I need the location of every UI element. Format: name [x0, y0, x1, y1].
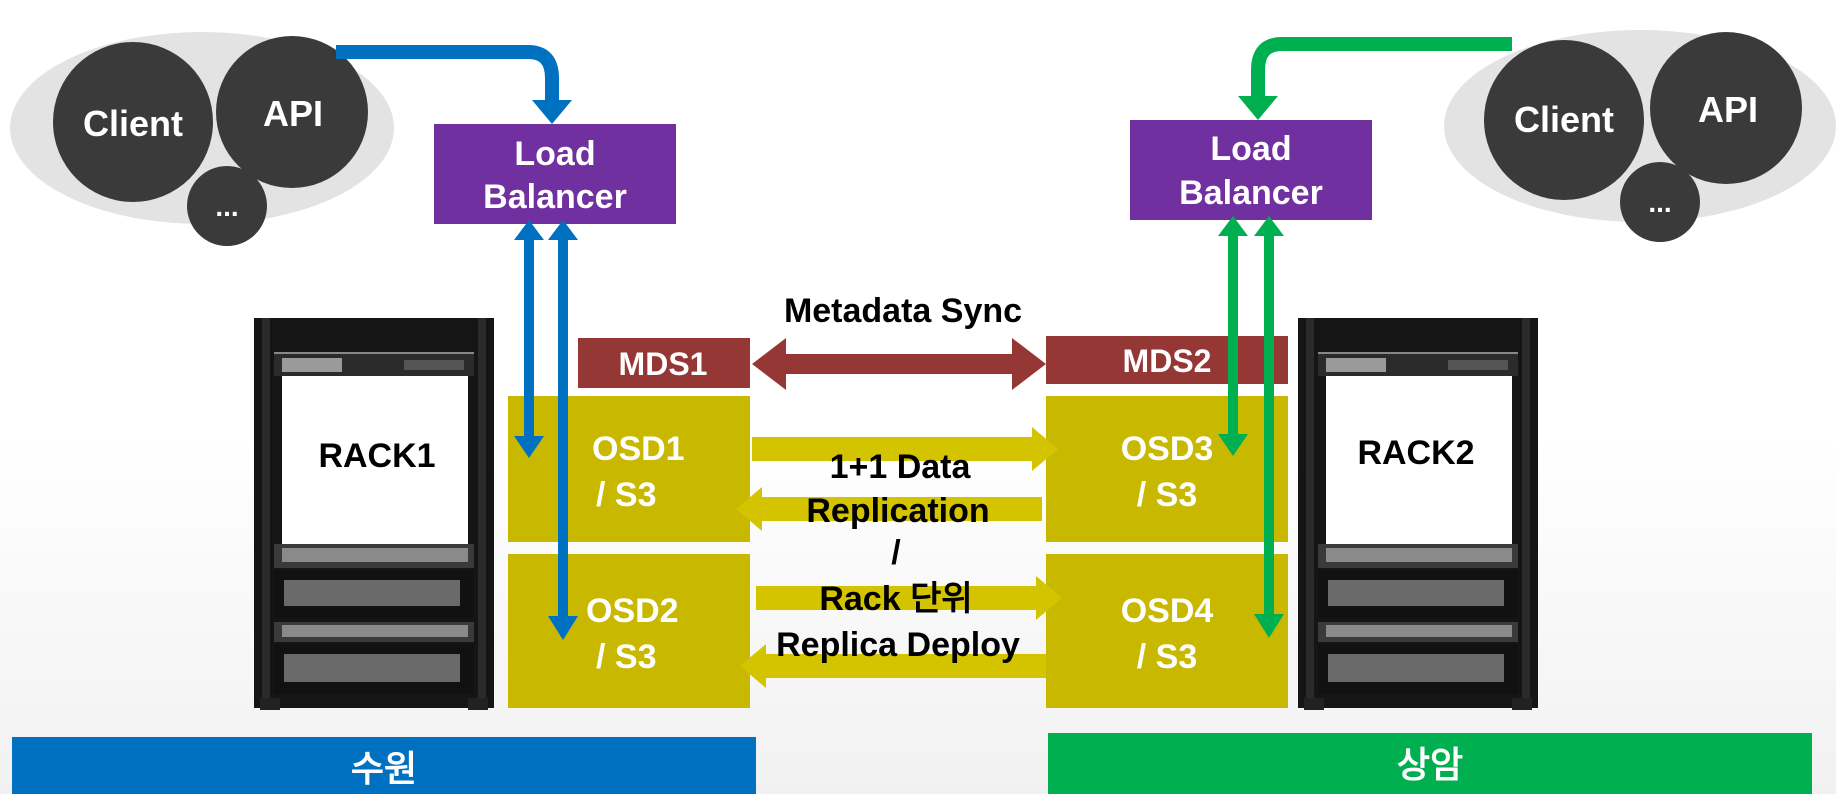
mds2-label: MDS2 [1123, 343, 1212, 379]
osd3-box [1046, 396, 1288, 542]
left-lb-label-line2: Balancer [483, 178, 627, 216]
osd1-label-line2: / S3 [596, 476, 656, 514]
right-lb-arrowhead [1238, 96, 1278, 120]
left-lb-arrowhead [532, 100, 572, 124]
rack2-image [1298, 318, 1538, 710]
right-lb-to-osd4-arrow [1254, 216, 1284, 638]
left-lb-to-osd2-arrow [548, 220, 578, 640]
osd4-box [1046, 554, 1288, 708]
right-load-balancer [1130, 120, 1372, 220]
osd2-label-line2: / S3 [596, 638, 656, 676]
replication-label-line1: 1+1 Data [830, 448, 972, 486]
replication-label-line5: Replica Deploy [776, 626, 1020, 664]
osd3-label-line1: OSD3 [1121, 430, 1214, 468]
rack2-label: RACK2 [1357, 434, 1474, 472]
right-api-label: API [1698, 89, 1758, 130]
osd2-label-line1: OSD2 [586, 592, 679, 630]
osd1-box [508, 396, 750, 542]
left-location-bar [12, 737, 756, 794]
right-client-to-lb-arrow [1251, 37, 1512, 100]
right-location-label: 상암 [1397, 744, 1463, 785]
replication-label-line2: Replication [806, 492, 989, 530]
right-api-node [1650, 32, 1802, 184]
right-client-node [1484, 40, 1644, 200]
rack1-label: RACK1 [318, 437, 435, 475]
left-more-label: ... [215, 191, 238, 222]
osd4-label-line1: OSD4 [1121, 592, 1214, 630]
osd4-label-line2: / S3 [1137, 638, 1197, 676]
left-location-label: 수원 [351, 748, 417, 789]
rack1-image [254, 318, 494, 710]
mds1-box [578, 338, 750, 388]
right-more-node [1620, 162, 1700, 242]
right-location-bar [1048, 733, 1812, 794]
left-lb-to-osd1-arrow [514, 220, 544, 458]
metadata-sync-arrow [752, 338, 1046, 390]
replication-label-line4: Rack 단위 [819, 580, 972, 618]
osd3-label-line2: / S3 [1137, 476, 1197, 514]
right-client-label: Client [1514, 99, 1614, 140]
left-more-node [187, 166, 267, 246]
right-more-label: ... [1648, 187, 1671, 218]
left-lb-label-line1: Load [514, 135, 595, 173]
osd1-label-line1: OSD1 [592, 430, 685, 468]
metadata-sync-label: Metadata Sync [784, 292, 1022, 330]
right-lb-label-line2: Balancer [1179, 174, 1323, 212]
left-client-node [53, 42, 213, 202]
osd2-box [508, 554, 750, 708]
left-client-to-lb-arrow [336, 45, 559, 106]
left-client-label: Client [83, 103, 183, 144]
mds1-label: MDS1 [619, 346, 708, 382]
mds2-box [1046, 336, 1288, 384]
left-api-node [216, 36, 368, 188]
right-lb-to-osd3-arrow [1218, 216, 1248, 456]
right-lb-label-line1: Load [1210, 130, 1291, 168]
left-api-label: API [263, 93, 323, 134]
replication-label-line3: / [891, 534, 901, 572]
left-load-balancer [434, 124, 676, 224]
